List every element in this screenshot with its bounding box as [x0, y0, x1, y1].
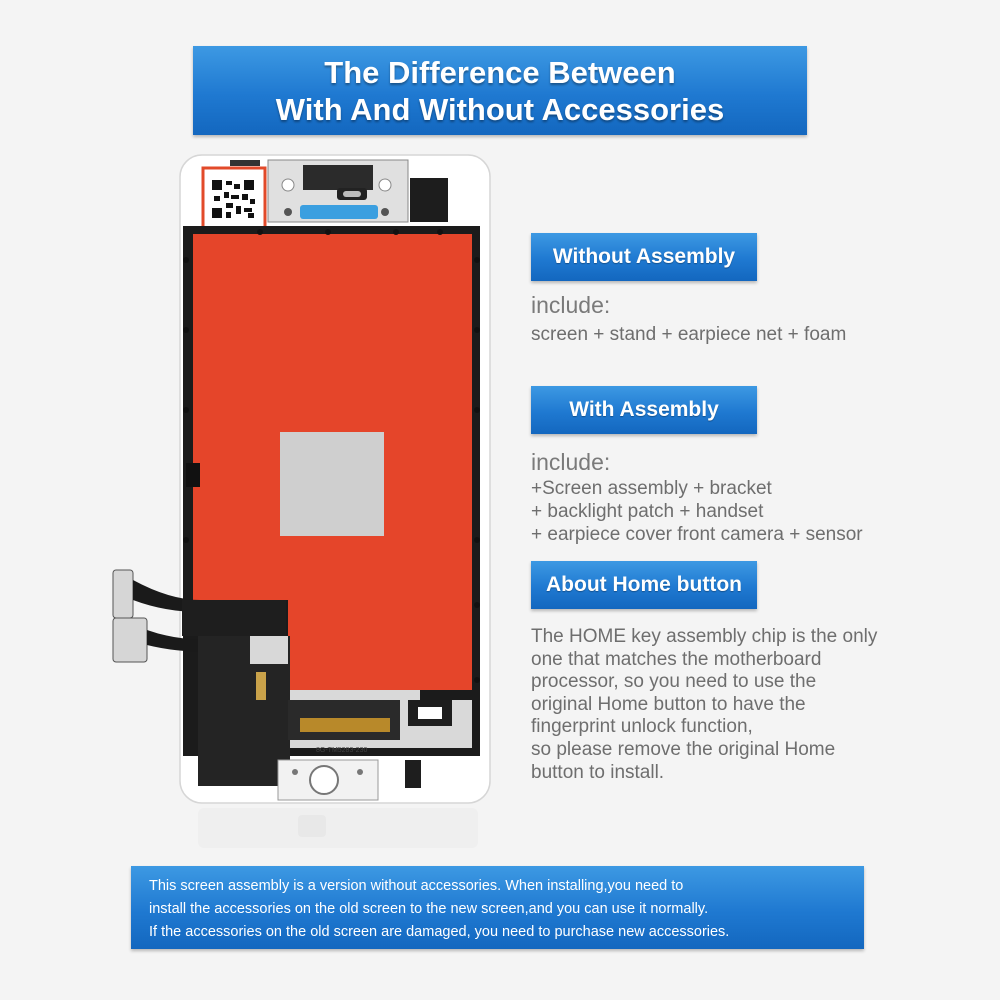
with-item: + earpiece cover front camera + sensor [531, 524, 863, 545]
without-items: screen + stand + earpiece net + foam [531, 323, 846, 346]
with-assembly-label: With Assembly [531, 386, 757, 434]
title-banner: The Difference Between With And Without … [193, 46, 807, 135]
home-line: button to install. [531, 761, 665, 783]
note-line: install the accessories on the old scree… [149, 901, 709, 917]
home-line: so please remove the original Home [531, 738, 836, 760]
title-line-1: The Difference Between [324, 54, 676, 90]
flex-label: 8G-TM5283-230 [316, 747, 367, 754]
flex-cable [112, 569, 452, 788]
camera-bracket [410, 178, 448, 222]
qr-sticker [201, 166, 267, 230]
center-patch [280, 432, 384, 536]
with-item: +Screen assembly + bracket [531, 478, 772, 499]
without-include-label: include: [531, 292, 611, 318]
with-include-label: include: [531, 449, 611, 475]
home-line: fingerprint unlock function, [531, 716, 753, 738]
home-line: The HOME key assembly chip is the only [531, 626, 878, 647]
without-assembly-label: Without Assembly [531, 233, 757, 281]
with-item: + backlight patch + handset [531, 501, 764, 522]
home-line: processor, so you need to use the [531, 671, 817, 693]
installation-note: This screen assembly is a version withou… [131, 866, 864, 949]
note-line: This screen assembly is a version withou… [149, 878, 684, 894]
home-line: one that matches the motherboard [531, 648, 822, 670]
without-item: screen + stand + earpiece net + foam [531, 324, 847, 345]
product-image: 8G-TM5283-230 [112, 154, 491, 848]
with-items: +Screen assembly + bracket + backlight p… [531, 477, 863, 546]
about-home-button-label: About Home button [531, 561, 757, 609]
title-line-2: With And Without Accessories [275, 91, 725, 127]
product-reflection [198, 808, 478, 848]
home-button-bracket [277, 759, 379, 801]
note-line: If the accessories on the old screen are… [149, 924, 730, 940]
home-line: original Home button to have the [531, 693, 806, 715]
home-button-description: The HOME key assembly chip is the only o… [531, 626, 971, 784]
